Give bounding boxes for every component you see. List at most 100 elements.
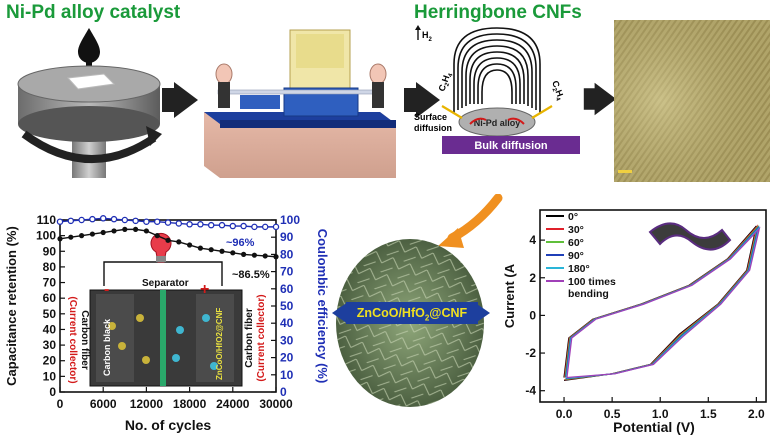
title-ni-pd-catalyst: Ni-Pd alloy catalyst xyxy=(6,2,181,23)
y-left-tick-label: 30 xyxy=(43,338,57,352)
y-right-tick-label: 0 xyxy=(280,385,287,399)
y-axis-right-label: Coulombic efficiency (%) xyxy=(315,229,330,384)
left-collector-label: (Current collector) xyxy=(67,296,78,383)
retention-point xyxy=(122,226,128,232)
right-collector-label: (Current collector) xyxy=(256,294,267,381)
x-tick-label: 6000 xyxy=(90,397,117,411)
c2h4-right-label: C2H4 xyxy=(548,79,566,102)
cv-loop-5 xyxy=(566,226,761,379)
efficiency-point xyxy=(251,223,258,231)
cv-legend-label: 30° xyxy=(568,224,584,236)
cv-x-tick-label: 0.5 xyxy=(604,407,621,421)
y-right-tick-label: 60 xyxy=(280,282,294,296)
efficiency-point xyxy=(99,215,107,222)
retention-point xyxy=(89,231,95,237)
rotation-arrow-icon xyxy=(21,130,157,164)
efficiency-point xyxy=(164,219,172,226)
cv-legend-label: 180° xyxy=(568,263,590,275)
flexible-device-icon xyxy=(648,222,732,251)
cv-y-axis-label: Current (A xyxy=(502,263,517,328)
efficiency-point xyxy=(110,215,118,223)
arrow-right-icon xyxy=(162,82,198,118)
x-tick-label: 12000 xyxy=(130,397,164,411)
cv-x-tick-label: 2.0 xyxy=(748,407,765,421)
x-tick-label: 18000 xyxy=(173,397,207,411)
efficiency-point xyxy=(153,218,161,225)
retention-point xyxy=(230,250,236,256)
cv-legend-label: bending xyxy=(568,288,609,300)
y-right-tick-label: 40 xyxy=(280,316,294,330)
y-left-tick-label: 40 xyxy=(43,322,57,336)
retention-point xyxy=(57,236,63,242)
retention-point xyxy=(273,254,279,260)
y-right-tick-label: 20 xyxy=(280,351,294,365)
retention-point xyxy=(111,228,117,234)
y-left-tick-label: 100 xyxy=(36,229,56,243)
cv-y-tick-label: 4 xyxy=(529,233,536,247)
retention-point xyxy=(251,252,257,258)
plus-terminal: + xyxy=(200,281,209,298)
efficiency-point xyxy=(240,222,247,230)
retention-point xyxy=(143,228,149,234)
y-right-tick-label: 10 xyxy=(280,368,294,382)
title-herringbone-cnfs: Herringbone CNFs xyxy=(414,2,582,23)
efficiency-point xyxy=(78,216,85,224)
retention-point xyxy=(208,247,214,253)
y-right-tick-label: 90 xyxy=(280,230,294,244)
y-left-tick-label: 80 xyxy=(43,260,57,274)
minus-terminal: - xyxy=(104,281,109,298)
spin-coater-illustration xyxy=(17,28,162,178)
y-left-tick-label: 20 xyxy=(43,354,57,368)
y-axis-left-label: Capacitance retention (%) xyxy=(4,226,19,386)
efficiency-point xyxy=(56,218,64,225)
cv-y-tick-label: -2 xyxy=(525,346,536,360)
x-tick-label: 24000 xyxy=(216,397,250,411)
retention-point xyxy=(241,251,247,257)
y-left-tick-label: 90 xyxy=(43,244,57,258)
efficiency-point xyxy=(197,221,204,228)
y-left-tick-label: 50 xyxy=(43,307,57,321)
y-left-tick-label: 70 xyxy=(43,276,57,290)
h2-label: H2 xyxy=(422,30,433,43)
retention-point xyxy=(154,233,160,239)
tem-micrograph xyxy=(614,20,770,182)
device-inset: Carbon black ZnCoO/HfO2@CNF Separator - … xyxy=(89,232,243,387)
y-right-tick-label: 80 xyxy=(280,247,294,261)
annotation-96: ~96% xyxy=(226,237,255,249)
cv-x-tick-label: 0.0 xyxy=(556,407,573,421)
efficiency-point xyxy=(67,217,75,225)
efficiency-point xyxy=(132,217,139,225)
double-arrow-right-icon xyxy=(474,302,490,324)
y-right-tick-label: 100 xyxy=(280,213,300,227)
cv-legend-label: 60° xyxy=(568,237,584,249)
y-left-tick-label: 10 xyxy=(43,369,57,383)
cv-x-axis-label: Potential (V) xyxy=(613,419,695,435)
c2h4-left-label: C2H4 xyxy=(436,70,454,93)
retention-point xyxy=(197,245,203,251)
cv-x-tick-label: 1.5 xyxy=(700,407,717,421)
x-axis-label: No. of cycles xyxy=(125,417,212,433)
cv-legend-label: 0° xyxy=(568,211,578,223)
annotation-86: ~86.5% xyxy=(232,269,270,281)
double-arrow-left-icon xyxy=(332,302,348,324)
material-label-b: @CNF xyxy=(429,306,468,320)
herringbone-growth-schematic: Ni-Pd alloy Bulk diffusion H2 C2H4 C2H4 … xyxy=(414,25,580,154)
efficiency-point xyxy=(186,221,193,228)
retention-point xyxy=(176,239,182,245)
right-fiber-label: Carbon fiber xyxy=(244,308,255,368)
retention-point xyxy=(79,233,85,239)
efficiency-point xyxy=(218,221,226,229)
cv-y-tick-label: -4 xyxy=(525,384,536,398)
efficiency-point xyxy=(121,216,129,224)
efficiency-point xyxy=(207,221,215,229)
efficiency-point xyxy=(89,215,96,223)
retention-point xyxy=(262,253,268,259)
y-left-tick-label: 110 xyxy=(37,213,57,227)
cv-legend-label: 100 times xyxy=(568,276,616,288)
efficiency-point xyxy=(175,220,183,227)
x-tick-label: 0 xyxy=(57,397,64,411)
cvd-setup-illustration xyxy=(204,29,396,178)
carbon-black-label: Carbon black xyxy=(102,318,112,376)
y-left-tick-label: 60 xyxy=(43,291,57,305)
